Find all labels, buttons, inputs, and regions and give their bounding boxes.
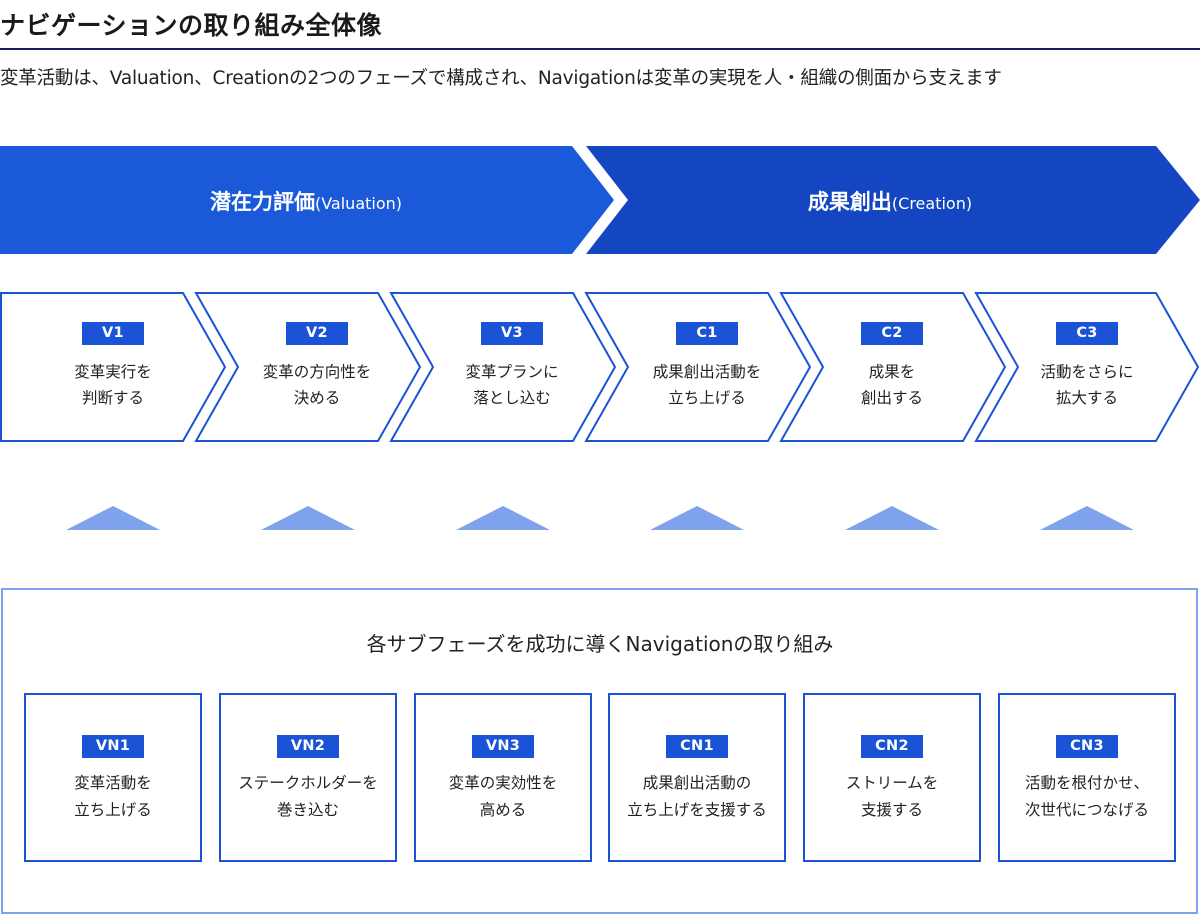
- step-code-badge: C3: [1056, 322, 1118, 345]
- phase-valuation-subtitle: (Valuation): [314, 194, 403, 213]
- nav-item-cn3: CN3 活動を根付かせ、 次世代につなげる: [998, 693, 1176, 862]
- nav-code-badge: VN3: [472, 735, 534, 758]
- step-chevrons: [0, 292, 1200, 442]
- step-c3: C3 活動をさらに 拡大する: [994, 322, 1180, 411]
- step-description: 成果を 創出する: [860, 363, 923, 407]
- step-description: 変革実行を 判断する: [74, 363, 152, 407]
- step-c2: C2 成果を 創出する: [799, 322, 985, 411]
- title-divider: [0, 48, 1200, 50]
- step-c3-chevron: [974, 292, 1200, 442]
- nav-description: 変革活動を 立ち上げる: [74, 774, 152, 819]
- nav-code-badge: CN3: [1056, 735, 1118, 758]
- nav-item-vn3: VN3 変革の実効性を 高める: [414, 693, 592, 862]
- nav-item-vn1: VN1 変革活動を 立ち上げる: [24, 693, 202, 862]
- support-triangles: [66, 506, 1134, 530]
- step-code-badge: C1: [676, 322, 738, 345]
- nav-description: 変革の実効性を 高める: [448, 774, 558, 819]
- support-triangle-icon: [66, 506, 160, 530]
- lead-text: 変革活動は、Valuation、Creationの2つのフェーズで構成され、Na…: [0, 68, 1002, 89]
- nav-code-badge: CN1: [666, 735, 728, 758]
- step-description: 変革プランに 落とし込む: [465, 363, 559, 407]
- step-c1-chevron: [584, 292, 812, 442]
- phase-banners: [0, 146, 1200, 254]
- step-v2: V2 変革の方向性を 決める: [224, 322, 410, 411]
- phase-valuation-arrow: [0, 146, 614, 254]
- nav-code-badge: VN2: [277, 735, 339, 758]
- step-v3-chevron: [389, 292, 617, 442]
- nav-item-cn1: CN1 成果創出活動の 立ち上げを支援する: [608, 693, 786, 862]
- step-code-badge: C2: [861, 322, 923, 345]
- nav-description: ストリームを 支援する: [845, 774, 939, 819]
- nav-item-vn2: VN2 ステークホルダーを 巻き込む: [219, 693, 397, 862]
- nav-item-cn2: CN2 ストリームを 支援する: [803, 693, 981, 862]
- step-description: 変革の方向性を 決める: [262, 363, 372, 407]
- step-code-badge: V3: [481, 322, 543, 345]
- support-triangle-icon: [261, 506, 355, 530]
- step-v3: V3 変革プランに 落とし込む: [419, 322, 605, 411]
- step-code-badge: V1: [82, 322, 144, 345]
- step-v2-chevron: [194, 292, 422, 442]
- step-description: 活動をさらに 拡大する: [1040, 363, 1134, 407]
- nav-description: ステークホルダーを 巻き込む: [238, 774, 378, 819]
- step-c2-chevron: [779, 292, 1007, 442]
- step-v1-chevron: [0, 292, 227, 442]
- navigation-heading: 各サブフェーズを成功に導くNavigationの取り組み: [366, 632, 834, 656]
- step-code-badge: V2: [286, 322, 348, 345]
- support-triangle-icon: [650, 506, 744, 530]
- nav-description: 活動を根付かせ、 次世代につなげる: [1024, 774, 1149, 819]
- step-c1: C1 成果創出活動を 立ち上げる: [614, 322, 800, 411]
- page-title: ナビゲーションの取り組み全体像: [0, 11, 383, 40]
- phase-valuation-title: 潜在力評価: [209, 190, 315, 214]
- phase-creation-subtitle: (Creation): [891, 194, 973, 213]
- step-v1: V1 変革実行を 判断する: [20, 322, 206, 411]
- nav-code-badge: VN1: [82, 735, 144, 758]
- phase-valuation-label: 潜在力評価(Valuation): [0, 184, 612, 220]
- phase-creation-title: 成果創出: [807, 190, 892, 214]
- phase-creation-arrow: [586, 146, 1200, 254]
- support-triangle-icon: [1040, 506, 1134, 530]
- nav-description: 成果創出活動の 立ち上げを支援する: [627, 774, 767, 819]
- phase-creation-label: 成果創出(Creation): [600, 184, 1180, 220]
- step-description: 成果創出活動を 立ち上げる: [652, 363, 762, 407]
- support-triangle-icon: [845, 506, 939, 530]
- support-triangle-icon: [456, 506, 550, 530]
- nav-code-badge: CN2: [861, 735, 923, 758]
